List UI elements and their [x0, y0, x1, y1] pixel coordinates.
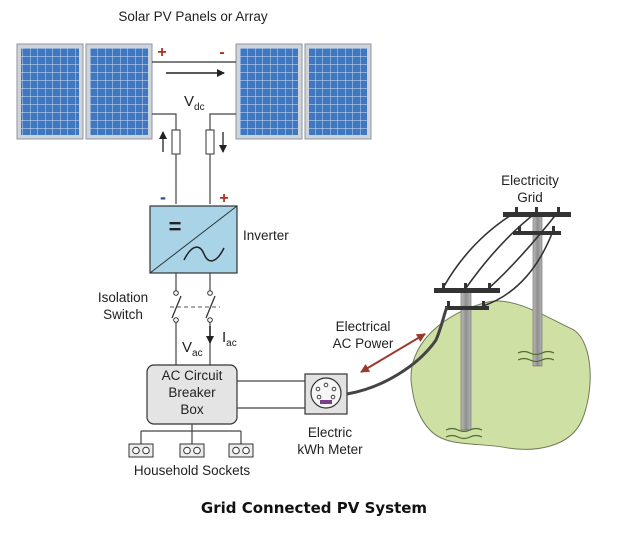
ground-patch [410, 300, 591, 450]
solar-panel-icon [85, 43, 153, 140]
overhead-line [442, 211, 517, 289]
plus-sign-top: + [157, 44, 166, 61]
fuse-icon [205, 129, 215, 155]
solar-panel-icon [304, 43, 372, 140]
vdc-label: Vdc [184, 93, 205, 113]
ac-power-arrow-icon [360, 333, 426, 373]
socket-icon [128, 443, 154, 458]
kwh-meter-icon [304, 373, 348, 415]
inverter-dc-symbol: = [169, 214, 182, 239]
diagram-caption: Grid Connected PV System [201, 499, 427, 517]
socket-icon [179, 443, 205, 458]
minus-sign-inverter: - [160, 187, 166, 207]
vac-label: Vac [182, 339, 203, 359]
solar-panel-icon [235, 43, 303, 140]
panels-title: Solar PV Panels or Array [118, 9, 268, 24]
dc-wire-negative [152, 113, 177, 204]
inverter-icon [149, 205, 238, 274]
switch-icon [170, 290, 220, 323]
socket-wiring [140, 424, 242, 444]
solar-panel-icon [16, 43, 84, 140]
socket-icon [228, 443, 254, 458]
minus-sign-top: - [219, 44, 224, 61]
overhead-line [465, 211, 538, 289]
overhead-line [488, 211, 559, 289]
household-sockets-label: Household Sockets [134, 463, 251, 478]
fuse-icon [171, 129, 181, 155]
plus-sign-inverter: + [219, 190, 228, 207]
iac-label: Iac [222, 329, 237, 349]
dc-wire-positive [209, 113, 236, 204]
inverter-label: Inverter [243, 228, 289, 243]
utility-pole-icon [503, 207, 571, 367]
overhead-line [482, 230, 554, 307]
service-cable [346, 306, 449, 396]
